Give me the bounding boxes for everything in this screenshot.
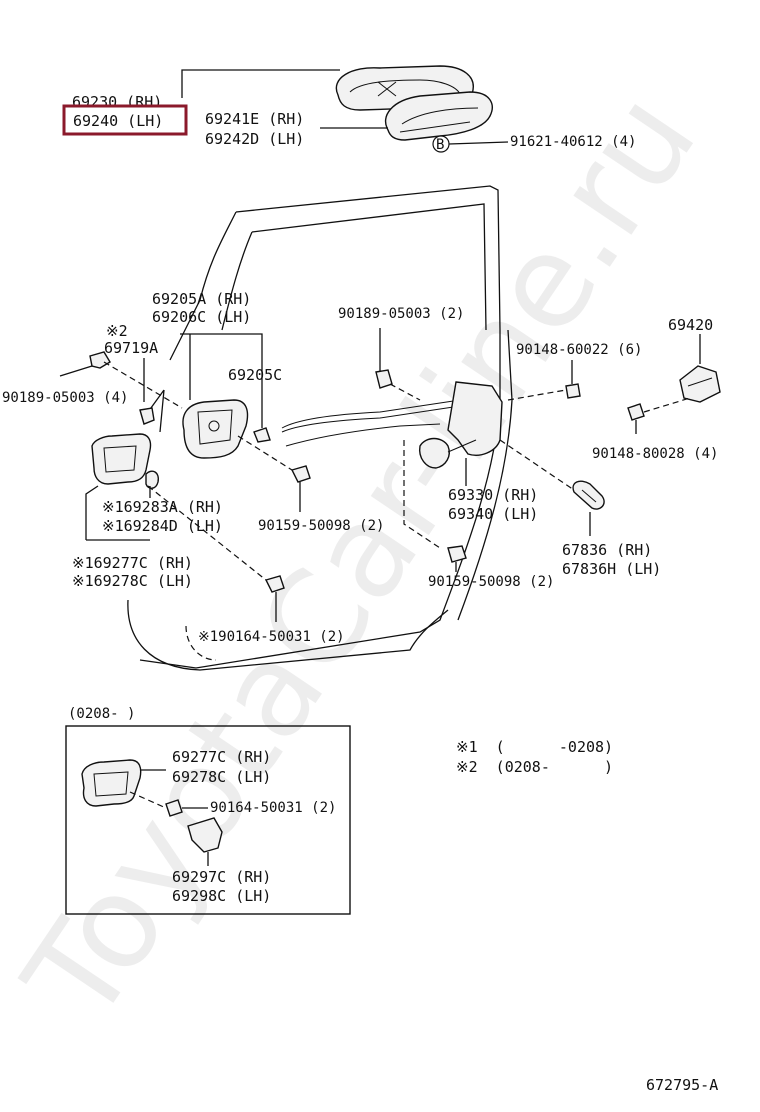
note-2: ※2 (0208- ) — [456, 758, 613, 776]
striker-69420-drawing — [679, 365, 721, 403]
label-inset-90164: 90164-50031 (2) — [210, 800, 336, 816]
dash-69205c — [237, 435, 293, 471]
dash-90148-80028 — [643, 397, 691, 413]
dash-inset-90164 — [129, 791, 167, 809]
label-69242d: 69242D (LH) — [205, 130, 304, 148]
highlight-box-69240 — [62, 104, 188, 136]
label-inset-69297c: 69297C (RH) — [172, 868, 271, 886]
leader-69205a — [180, 333, 263, 428]
dash-90189-left — [103, 361, 183, 409]
label-90159-right: 90159-50098 (2) — [428, 574, 554, 590]
label-69283a: ※169283A (RH) — [102, 498, 223, 516]
inset-box — [65, 725, 351, 915]
label-69205c: 69205C — [228, 366, 282, 384]
label-69241e: 69241E (RH) — [205, 110, 304, 128]
label-69330: 69330 (RH) — [448, 486, 538, 504]
screw-90148-60022 — [565, 383, 581, 399]
grommet-67836-drawing — [572, 480, 605, 510]
label-90164-main: ※190164-50031 (2) — [198, 629, 345, 645]
leader-90189-left — [59, 365, 93, 377]
leader-69277c — [85, 485, 150, 541]
inside-bezel-drawing — [91, 433, 160, 489]
clip-69205c — [253, 427, 271, 443]
dash-67836 — [499, 439, 575, 491]
inset-bezel-drawing — [81, 759, 142, 807]
label-69284d: ※169284D (LH) — [102, 517, 223, 535]
label-69277c-main: ※169277C (RH) — [72, 554, 193, 572]
dash-90189-mid — [389, 383, 421, 401]
outside-handle-drawing — [335, 65, 493, 141]
screw-inset-90164 — [165, 799, 183, 817]
leader-91621 — [448, 141, 509, 145]
label-69206c: 69206C (LH) — [152, 308, 251, 326]
clip-90189-left — [89, 351, 111, 369]
note-1: ※1 ( -0208) — [456, 738, 613, 756]
label-67836h: 67836H (LH) — [562, 560, 661, 578]
diagram-id: 672795-A — [646, 1076, 718, 1094]
label-90148-60022: 90148-60022 (6) — [516, 342, 642, 358]
label-inset-69298c: 69298C (LH) — [172, 887, 271, 905]
callout-b: B — [436, 137, 444, 153]
label-inset-69278c: 69278C (LH) — [172, 768, 271, 786]
screw-90159-right — [447, 545, 467, 563]
label-90189-left: 90189-05003 (4) — [2, 390, 128, 406]
label-69340: 69340 (LH) — [448, 505, 538, 523]
door-lock-drawing — [281, 369, 503, 469]
dash-90164-main — [147, 485, 267, 581]
label-69205a: 69205A (RH) — [152, 290, 251, 308]
label-69719a: 69719A — [104, 339, 158, 357]
label-67836: 67836 (RH) — [562, 541, 652, 559]
label-90189-mid: 90189-05003 (2) — [338, 306, 464, 322]
label-inset-69277c: 69277C (RH) — [172, 748, 271, 766]
clip-69719a — [139, 407, 155, 425]
label-91621: 91621-40612 (4) — [510, 134, 636, 150]
screw-90148-80028 — [627, 403, 645, 421]
label-69240: 69240 (LH) — [73, 112, 163, 130]
label-90148-80028: 90148-80028 (4) — [592, 446, 718, 462]
screw-90159-left — [290, 465, 311, 483]
label-note2-69719a: ※2 — [106, 322, 128, 340]
cover-inset-69297c — [187, 817, 223, 853]
inset-title: (0208- ) — [68, 706, 135, 722]
label-69278c-main: ※169278C (LH) — [72, 572, 193, 590]
label-90159-left: 90159-50098 (2) — [258, 518, 384, 534]
leader-69230 — [181, 69, 340, 98]
label-69420: 69420 — [668, 316, 713, 334]
inside-handle-drawing — [147, 389, 249, 459]
screw-90164-main — [264, 575, 285, 593]
